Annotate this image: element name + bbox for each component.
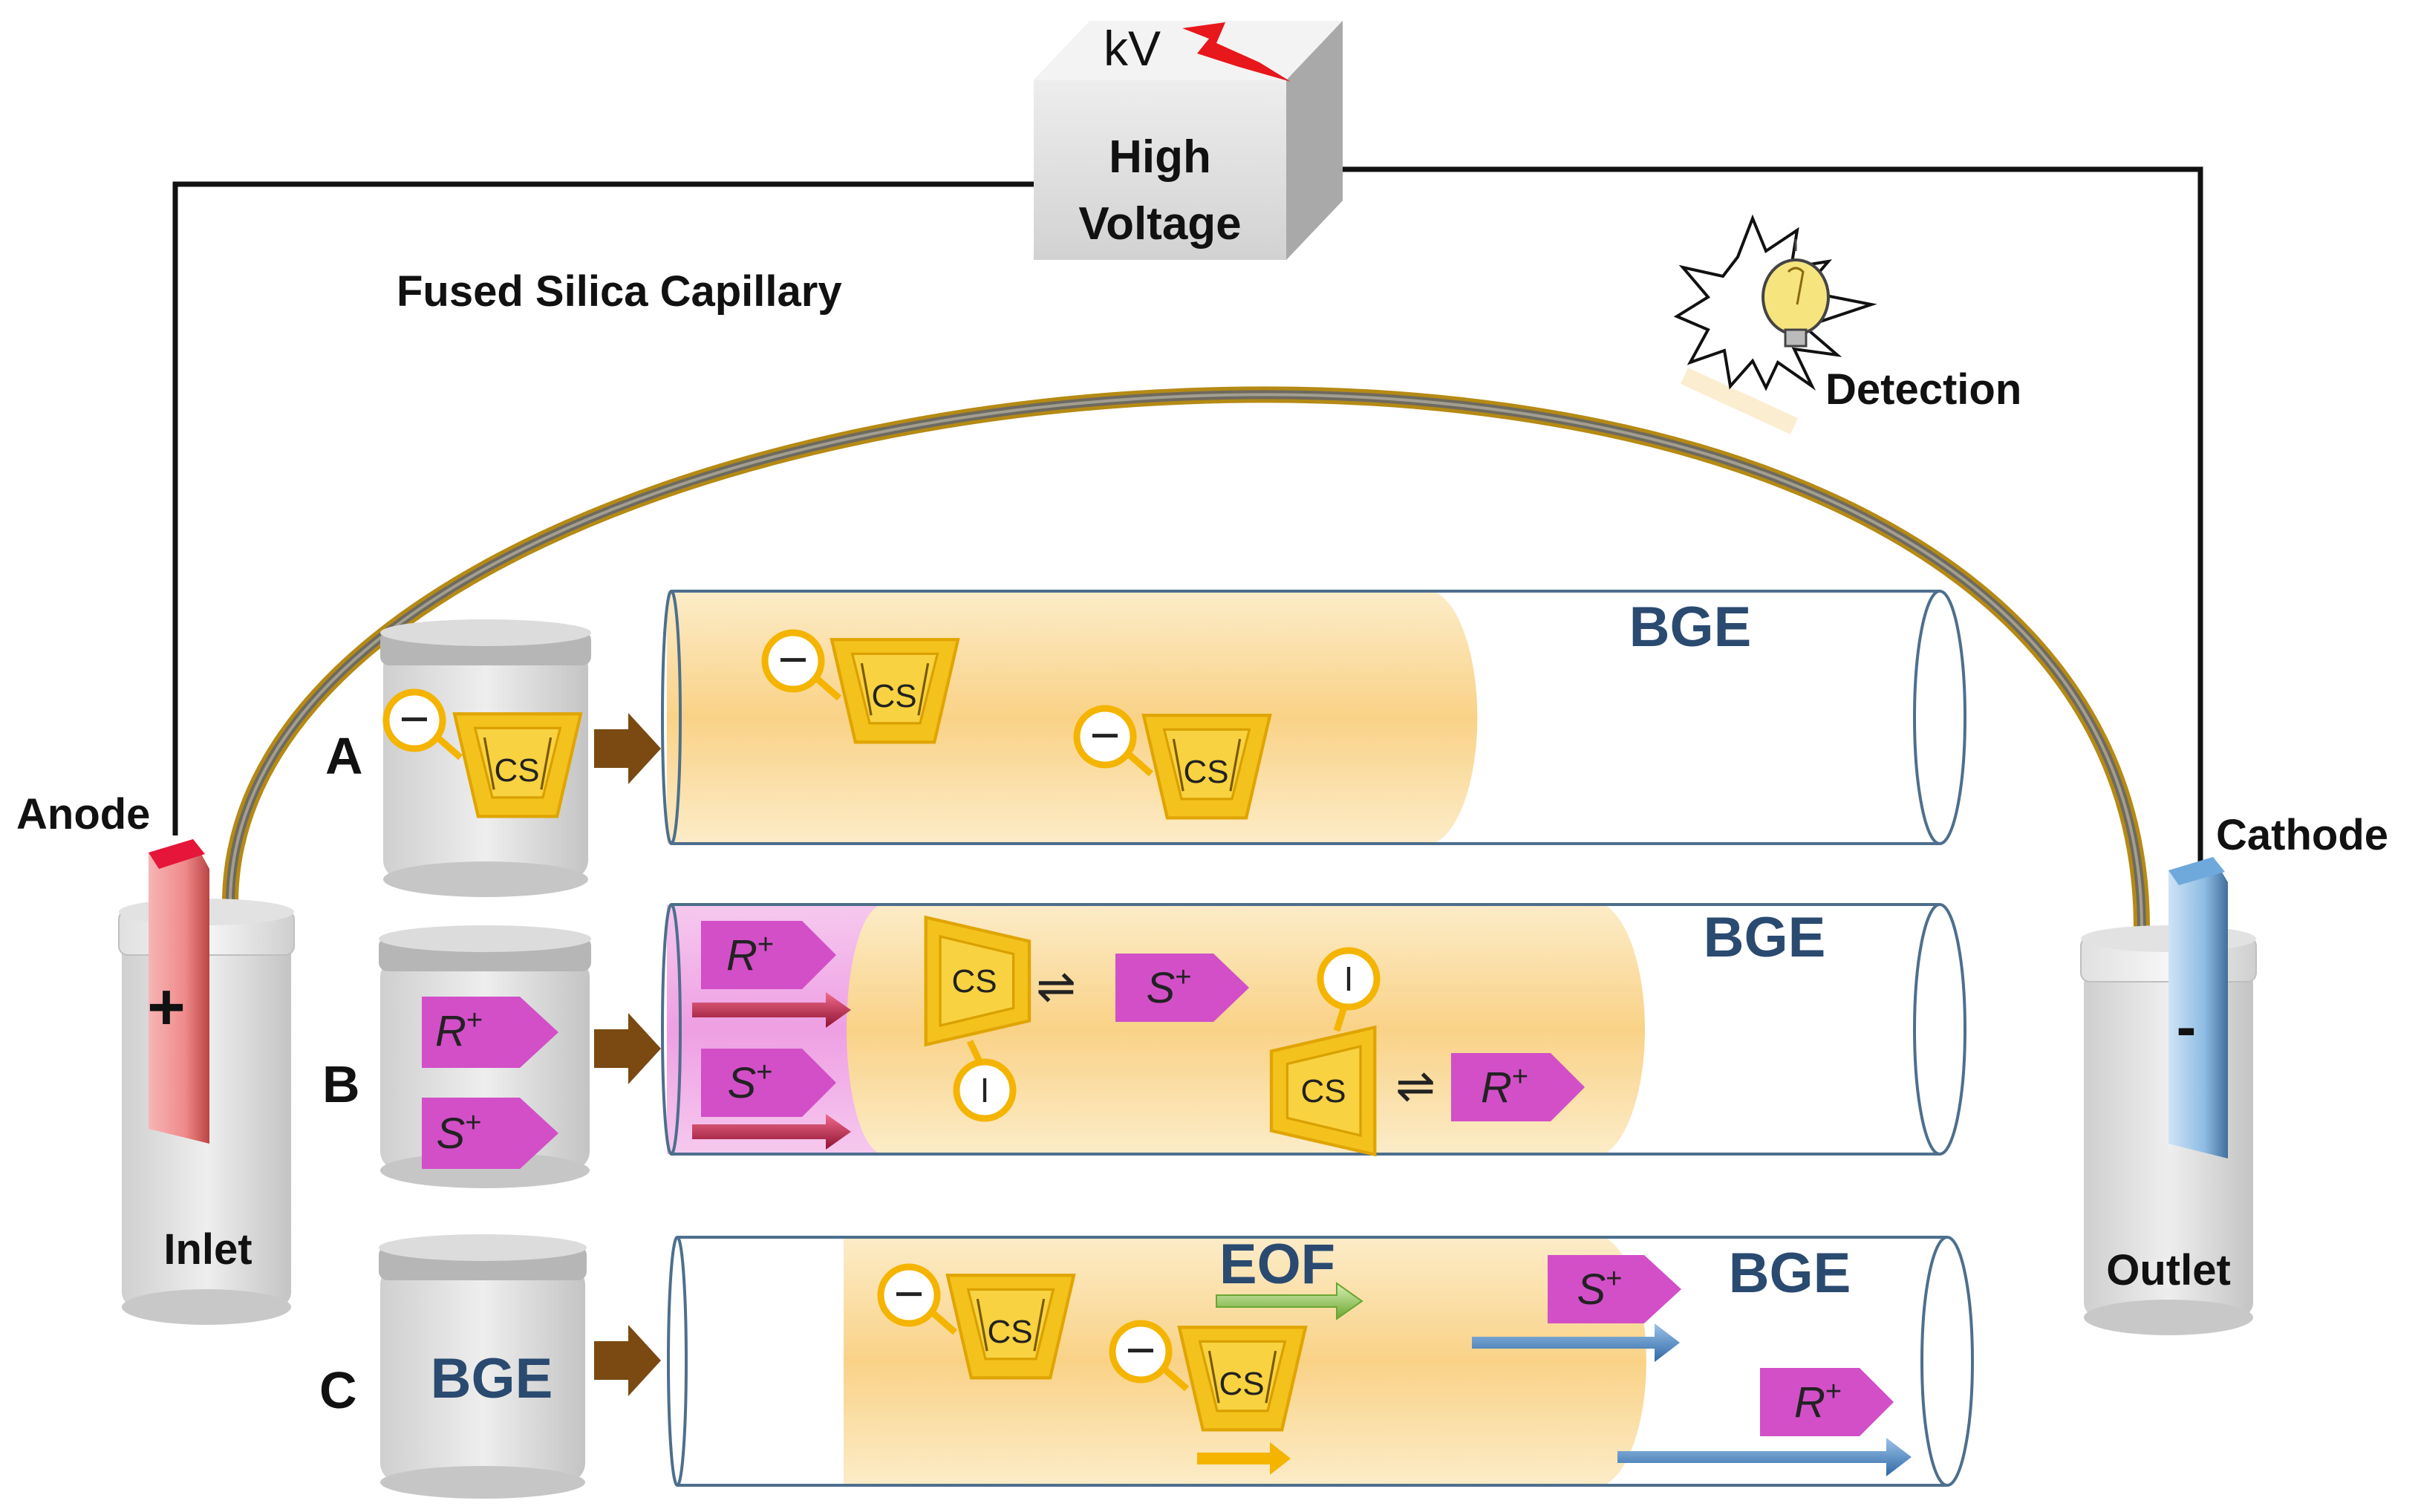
chiral-selector: CS I: [926, 917, 1029, 1122]
panel-letter: A: [325, 727, 363, 785]
analyte-charge: +: [1512, 1061, 1528, 1092]
analyte-s-tag: S+: [701, 1049, 836, 1117]
bge-label: BGE: [1729, 1242, 1851, 1305]
anode-label: Anode: [16, 790, 150, 838]
cs-label: CS: [871, 678, 916, 714]
cathode-minus-sign: -: [2177, 994, 2197, 1060]
eof-arrow: [1216, 1282, 1363, 1320]
selector-mobility-arrow: [1197, 1442, 1291, 1475]
analyte-charge: +: [466, 1005, 483, 1036]
analyte-name: S: [437, 1109, 466, 1158]
capillary-label: Fused Silica Capillary: [397, 267, 842, 316]
panel-b: B R+ S+ R+ S+: [322, 903, 1966, 1188]
svg-text:S+: S+: [437, 1107, 482, 1158]
cs-label: CS: [1219, 1366, 1264, 1402]
r-mobility-arrow: [692, 992, 851, 1028]
svg-text:R+: R+: [435, 1005, 483, 1055]
charge-minus: −: [894, 1265, 925, 1323]
high-voltage-line1: High: [1109, 131, 1211, 183]
high-voltage-line2: Voltage: [1078, 198, 1241, 250]
analyte-charge: +: [1825, 1376, 1842, 1407]
analyte-name: R: [1794, 1378, 1825, 1427]
chiral-selector: I CS: [1271, 947, 1381, 1155]
cs-label: CS: [1300, 1073, 1346, 1109]
bge-vial: [379, 1234, 587, 1499]
svg-text:R+: R+: [726, 929, 774, 980]
lightning-icon: [1182, 22, 1291, 82]
analyte-charge: +: [756, 1057, 772, 1088]
charge-minus: −: [778, 630, 809, 688]
s-mobility-arrow: [1472, 1323, 1680, 1362]
analyte-s-tag: S+: [1548, 1255, 1681, 1323]
analyte-r-tag: R+: [701, 921, 836, 989]
analyte-r-tag: R+: [1760, 1368, 1894, 1436]
s-mobility-arrow: [692, 1114, 851, 1150]
bge-label: BGE: [1629, 596, 1752, 659]
anode-electrode: +: [147, 839, 209, 1144]
analyte-r-tag: R+: [422, 997, 558, 1068]
injection-arrow: [594, 1325, 661, 1396]
charge-minus: −: [1126, 1321, 1156, 1379]
analyte-name: S: [1577, 1265, 1606, 1314]
charge-minus: −: [1090, 706, 1121, 764]
analyte-s-tag: S+: [422, 1098, 558, 1169]
svg-text:S+: S+: [1147, 962, 1192, 1012]
circuit-wires: [172, 166, 2203, 921]
analyte-name: R: [726, 931, 757, 980]
cathode-electrode: -: [2168, 857, 2228, 1159]
chiral-selector: − CS: [877, 1263, 1074, 1378]
chiral-selector: − CS: [1109, 1320, 1306, 1430]
selector-charge: I: [980, 1071, 990, 1109]
panel-c: C BGE − CS − CS: [319, 1233, 1974, 1499]
analyte-charge: +: [757, 929, 774, 960]
analyte-charge: +: [465, 1107, 481, 1138]
selector-charge: I: [1344, 959, 1354, 998]
analyte-name: S: [728, 1059, 757, 1107]
chiral-selector: − CS: [382, 688, 581, 816]
equilibrium-arrows: ⇌: [1036, 959, 1076, 1013]
analyte-name: S: [1147, 964, 1176, 1012]
panel-letter: C: [319, 1361, 357, 1419]
vial-bge-label: BGE: [431, 1347, 553, 1410]
svg-text:R+: R+: [1794, 1376, 1842, 1427]
analyte-name: R: [1481, 1063, 1512, 1112]
panel-a: A − CS − CS: [325, 590, 1966, 897]
cs-label: CS: [951, 963, 997, 1000]
cathode-label: Cathode: [2216, 811, 2388, 859]
anode-plus-sign: +: [147, 970, 185, 1043]
injection-arrow: [594, 1013, 661, 1084]
eof-label: EOF: [1219, 1233, 1335, 1296]
chiral-selector: − CS: [761, 629, 958, 742]
analyte-charge: +: [1606, 1263, 1622, 1294]
analyte-name: R: [435, 1007, 466, 1055]
charge-minus: −: [400, 690, 430, 748]
outlet-label: Outlet: [2106, 1246, 2231, 1294]
inlet-label: Inlet: [163, 1225, 252, 1274]
analyte-r-tag: R+: [1451, 1053, 1585, 1121]
cs-label: CS: [987, 1314, 1032, 1350]
detection-label: Detection: [1825, 365, 2021, 414]
r-mobility-arrow: [1617, 1438, 1912, 1476]
high-voltage-power-supply: kV High Voltage: [1034, 21, 1343, 260]
svg-text:S+: S+: [728, 1057, 773, 1107]
svg-text:R+: R+: [1481, 1061, 1528, 1112]
lightbulb-icon: [1673, 214, 1877, 391]
fused-silica-capillary: [221, 368, 2150, 928]
bge-label: BGE: [1704, 906, 1826, 969]
equilibrium-arrows: ⇌: [1395, 1059, 1436, 1112]
analyte-charge: +: [1175, 962, 1191, 993]
cs-label: CS: [494, 752, 539, 789]
panel-letter: B: [322, 1055, 360, 1113]
chiral-selector: − CS: [1073, 705, 1270, 818]
injection-arrow: [594, 713, 661, 784]
analyte-s-tag: S+: [1115, 954, 1249, 1022]
svg-text:S+: S+: [1577, 1263, 1623, 1314]
cs-label: CS: [1183, 754, 1228, 790]
kv-unit-label: kV: [1104, 21, 1161, 76]
detection-window: [1680, 368, 1799, 434]
